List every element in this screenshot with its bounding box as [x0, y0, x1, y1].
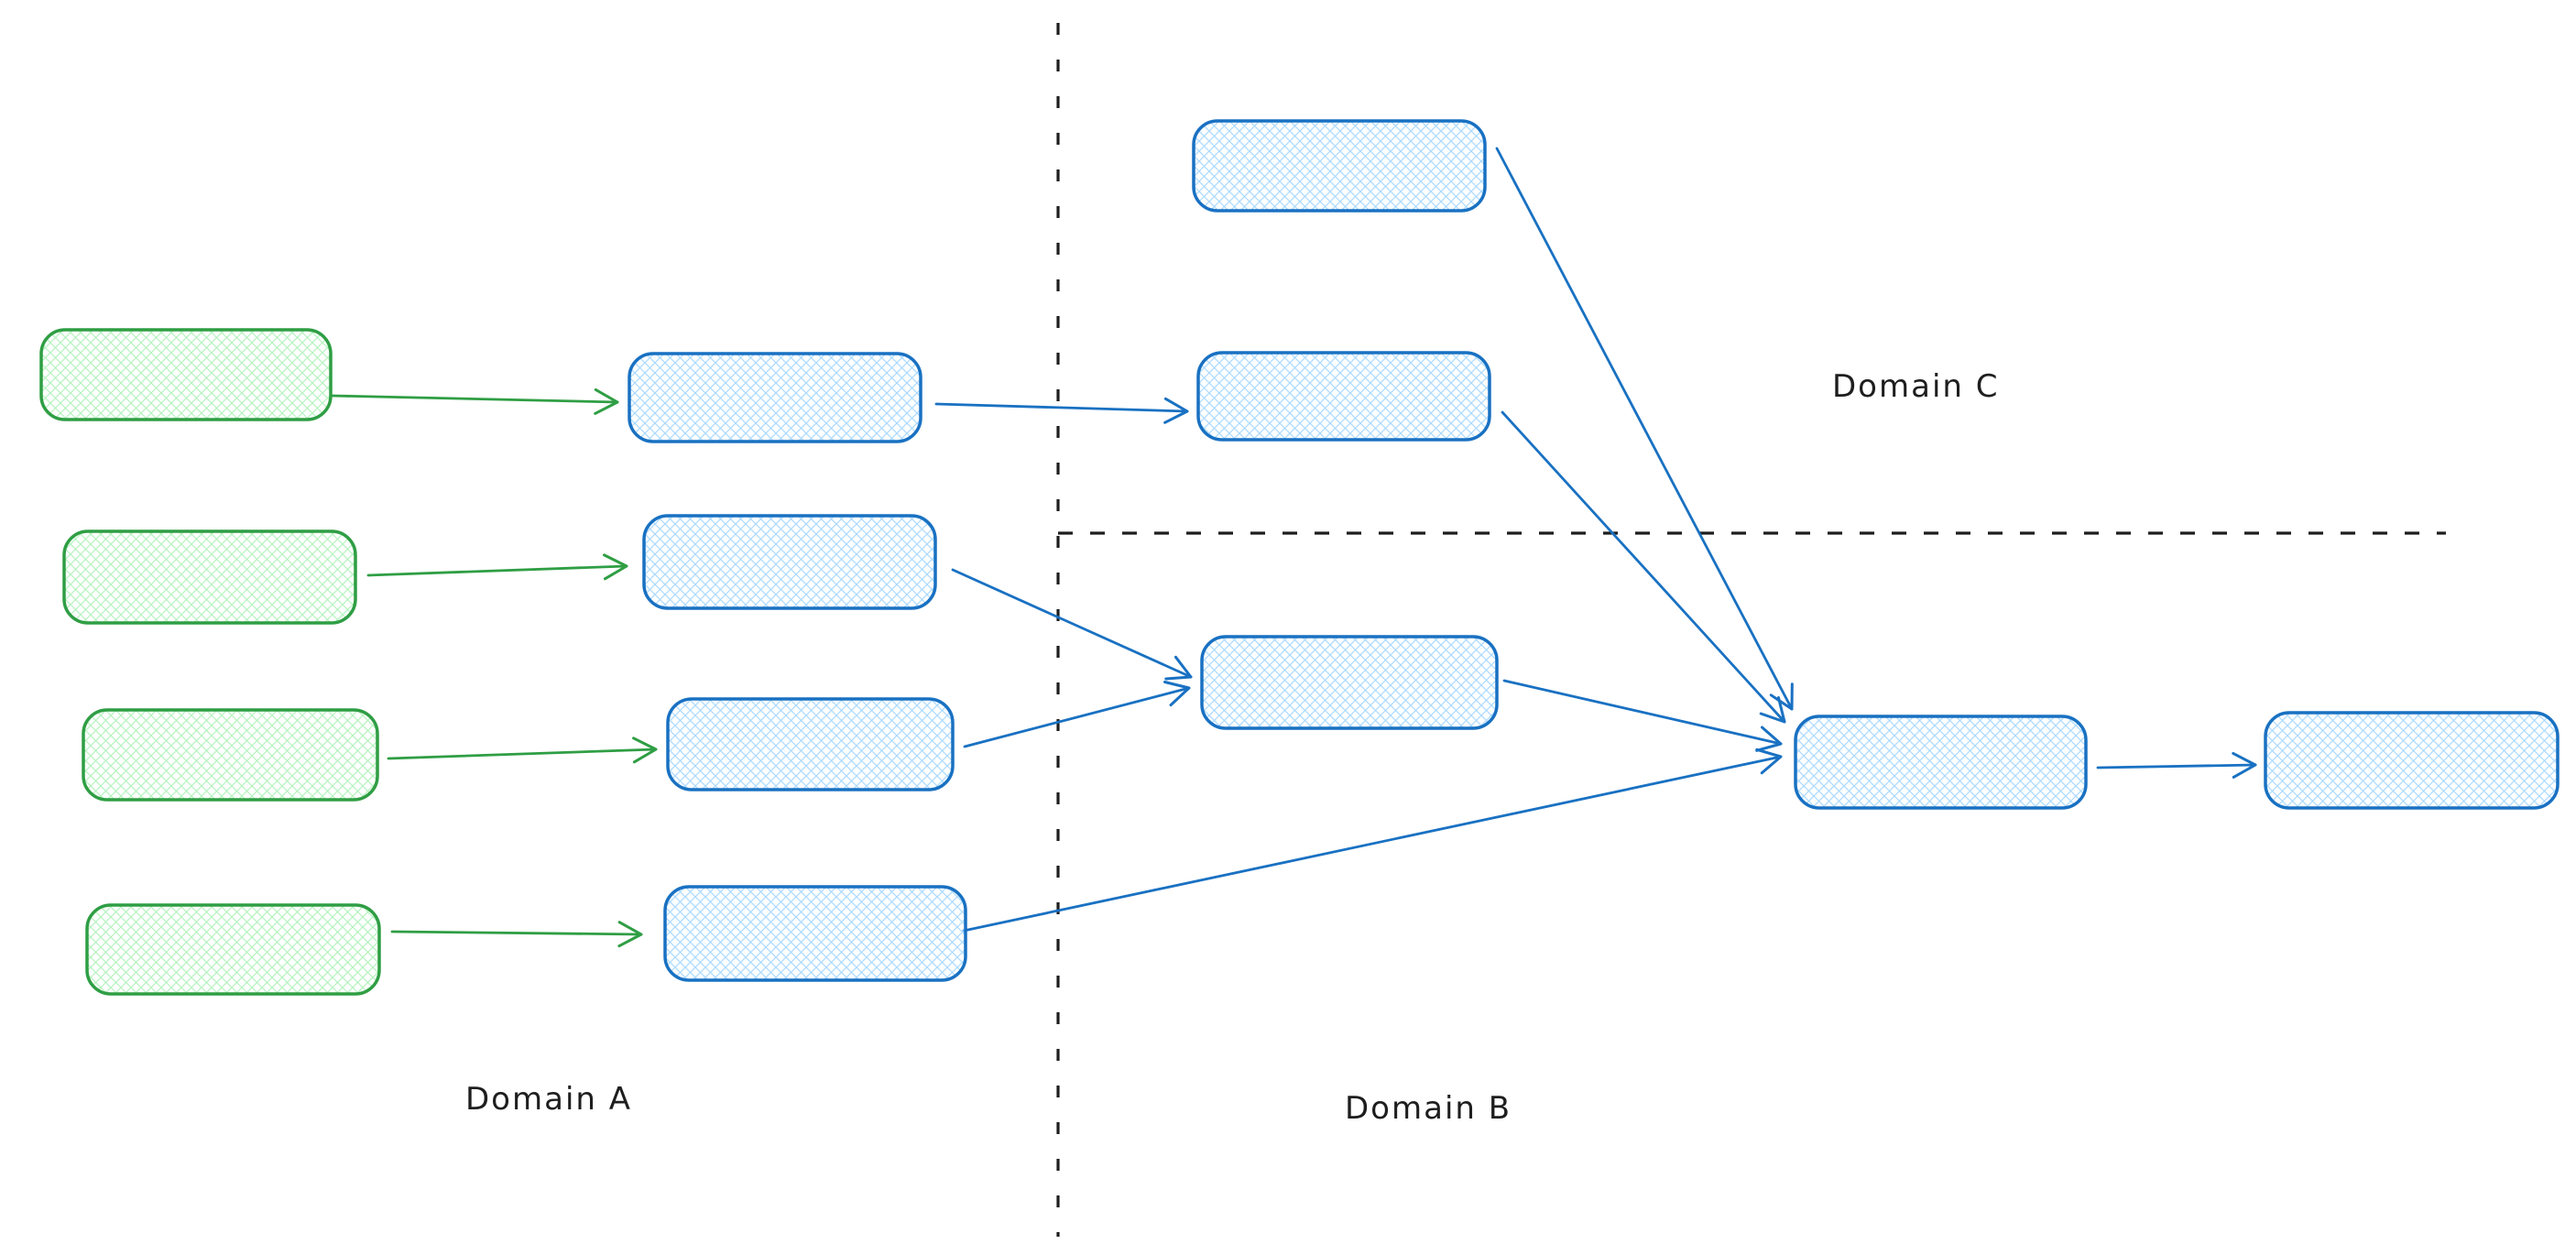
source-1-node[interactable]	[39, 328, 333, 421]
stage-a-2-node[interactable]	[642, 514, 937, 610]
domain-c-label[interactable]: Domain C	[1832, 368, 2000, 405]
source-4-node[interactable]	[85, 903, 381, 996]
stage-b-2-node[interactable]	[1200, 635, 1499, 730]
hub-to-output-arrow[interactable]	[2096, 751, 2257, 779]
output-node[interactable]	[2264, 711, 2560, 810]
stage-b-1-to-hub-arrow[interactable]	[1501, 410, 1786, 724]
source-3-to-stage-a-3-arrow[interactable]	[387, 737, 658, 764]
stage-b-top-to-hub-arrow[interactable]	[1495, 147, 1794, 711]
stage-b-2-to-hub-arrow[interactable]	[1502, 679, 1783, 752]
domain-a-label[interactable]: Domain A	[465, 1081, 632, 1118]
source-1-to-stage-a-1-arrow[interactable]	[331, 387, 619, 415]
domain-b-label[interactable]: Domain B	[1345, 1090, 1512, 1127]
source-2-to-stage-a-2-arrow[interactable]	[366, 553, 628, 581]
stage-a-3-node[interactable]	[666, 697, 955, 791]
source-4-to-stage-a-4-arrow[interactable]	[390, 921, 643, 948]
stage-a-4-node[interactable]	[663, 885, 967, 982]
stage-b-top-node[interactable]	[1192, 119, 1487, 213]
stage-a-4-to-hub-arrow[interactable]	[962, 748, 1783, 933]
stage-a-2-to-stage-b-2-arrow[interactable]	[951, 568, 1193, 681]
stage-a-3-to-stage-b-2-arrow[interactable]	[963, 680, 1191, 748]
stage-a-1-to-stage-b-1-arrow[interactable]	[934, 397, 1189, 424]
stage-a-1-node[interactable]	[628, 352, 922, 443]
source-3-node[interactable]	[82, 708, 379, 802]
hub-node[interactable]	[1794, 715, 2088, 810]
stage-b-1-node[interactable]	[1196, 351, 1491, 442]
source-2-node[interactable]	[62, 529, 357, 625]
